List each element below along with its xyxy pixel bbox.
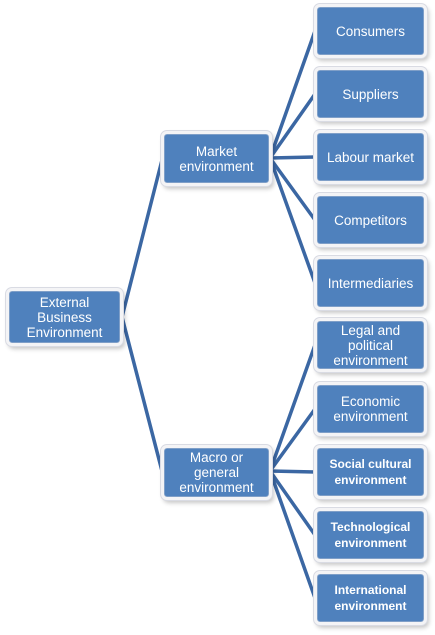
leaf-node-consumers: Consumers [314,4,427,58]
connector-root-macro [120,315,164,473]
connector-market-suppliers [268,92,317,160]
leaf-node-international: International environment [314,571,427,625]
leaf-node-suppliers: Suppliers [314,67,427,121]
leaf-node-economic: Economic environment [314,382,427,436]
leaf-node-legal-political: Legal and political environment [314,318,427,372]
connector-macro-international [268,469,317,600]
connector-market-intermediaries [268,156,317,285]
branch-node-macro-environment: Macro or general environment [161,445,272,500]
leaf-node-social-cultural: Social cultural environment [314,445,427,499]
connector-macro-social [268,469,317,474]
branch-node-market-environment: Market environment [161,131,272,186]
leaf-node-competitors: Competitors [314,193,427,247]
leaf-node-technological: Technological environment [314,508,427,562]
leaf-node-labour-market: Labour market [314,130,427,184]
leaf-node-intermediaries: Intermediaries [314,256,427,310]
connector-macro-economic [268,407,317,473]
root-node-external-business-environment: External Business Environment [6,288,123,346]
connector-macro-technological [268,469,317,537]
connector-macro-legal [268,343,317,473]
connector-root-market [120,158,164,319]
connector-market-consumers [268,29,317,160]
connector-market-labour [268,155,317,160]
connector-market-competitors [268,156,317,222]
